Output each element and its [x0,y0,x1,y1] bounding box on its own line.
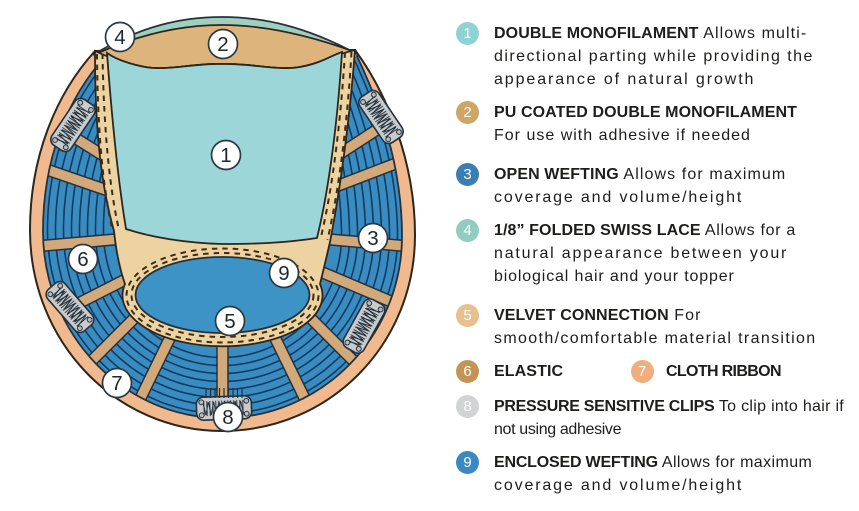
svg-text:1: 1 [220,144,231,167]
svg-text:6: 6 [77,248,88,271]
svg-text:5: 5 [224,310,235,333]
svg-text:3: 3 [367,227,378,250]
svg-text:9: 9 [278,262,289,285]
svg-text:8: 8 [222,406,233,429]
svg-text:2: 2 [217,33,228,56]
svg-text:7: 7 [111,372,122,395]
svg-text:4: 4 [114,26,125,49]
